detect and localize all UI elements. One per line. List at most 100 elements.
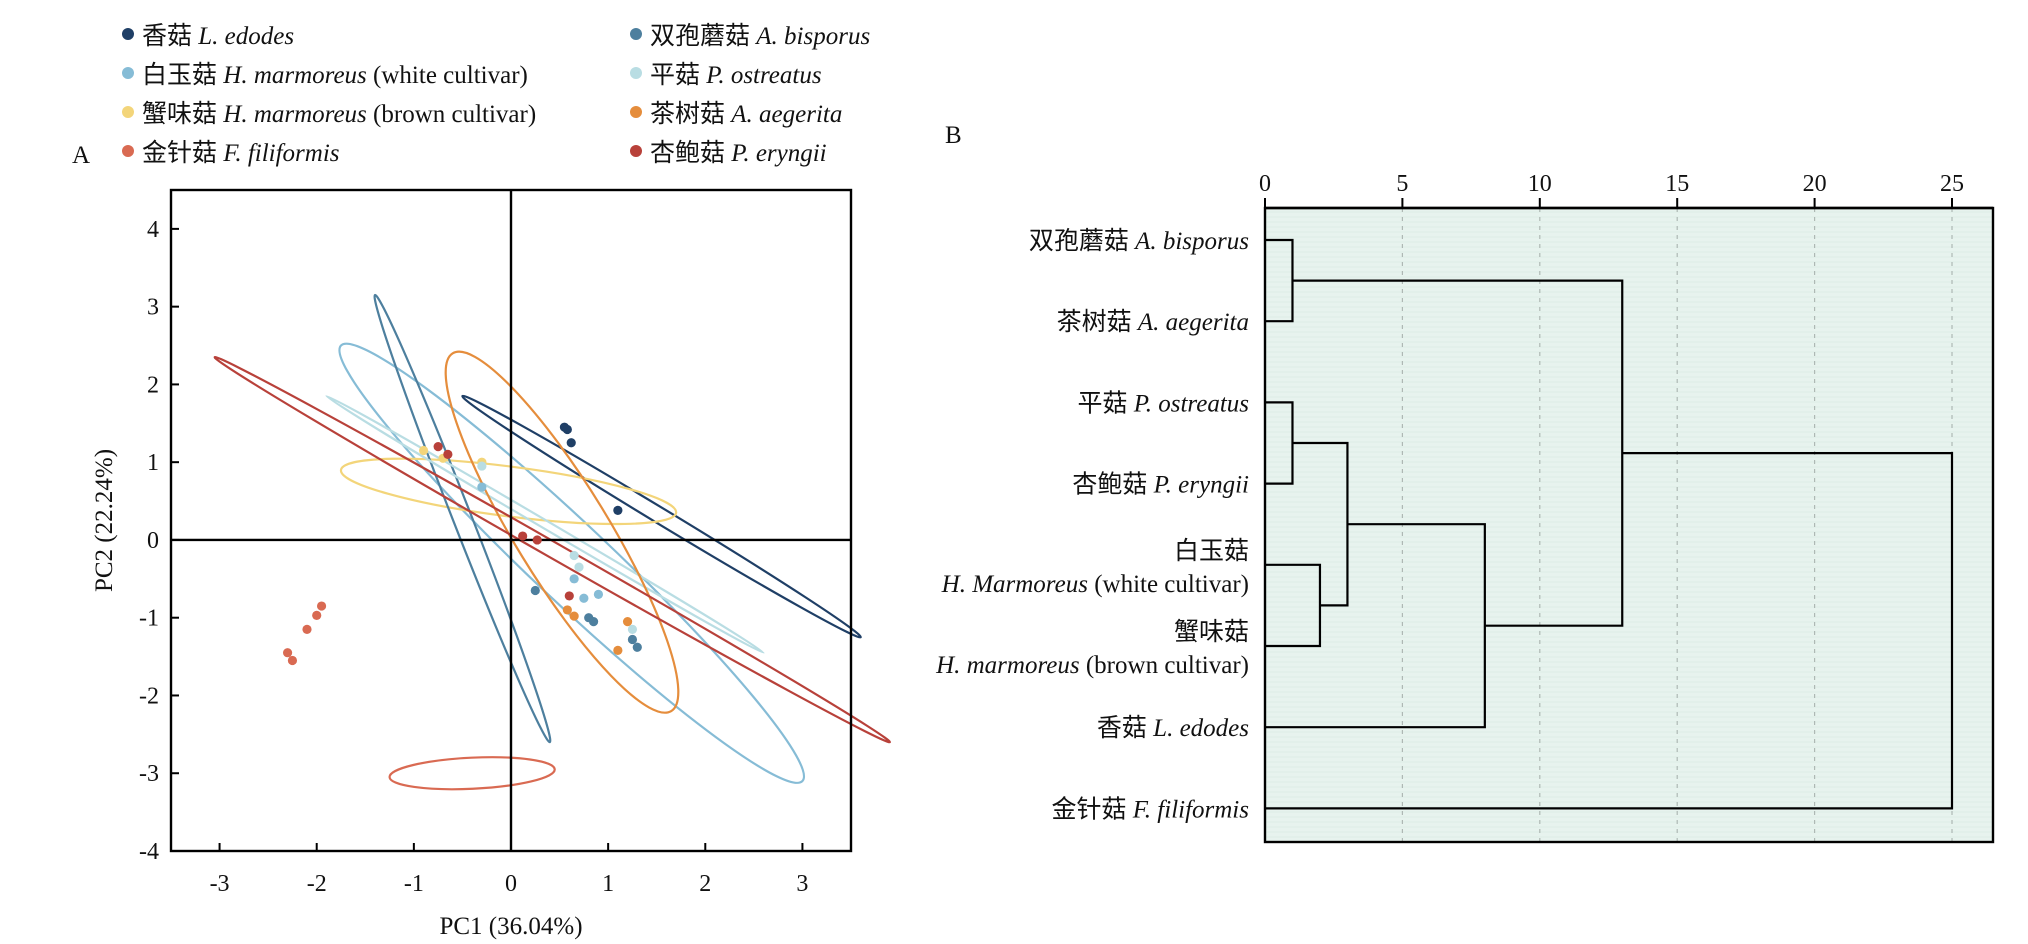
x-tick-label: 2 [699,871,711,897]
data-point [566,438,576,448]
leaf-label-cn: 金针菇 [1051,795,1132,823]
x-tick-label: -2 [307,871,327,897]
legend-entry: 香菇 L. edodes [142,22,294,50]
y-tick-label: -3 [139,761,159,787]
y-tick-label: -4 [139,839,159,865]
legend-entry: 双孢蘑菇 A. bisporus [650,22,870,50]
legend-entry-cn: 杏鲍菇 [650,139,731,167]
y-tick-label: -1 [139,606,159,632]
data-point [569,550,579,561]
leaf-label-cn: 香菇 [1097,714,1153,742]
data-point [613,505,623,515]
data-point [562,605,572,615]
data-point [443,449,453,459]
leaf-label-latin: H. Marmoreus [941,571,1088,598]
data-point [564,591,574,601]
data-point [316,601,327,611]
legend-entry-latin: A. bisporus [754,23,870,50]
x-axis-title: PC1 (36.04%) [439,913,582,940]
legend-marker [122,28,134,40]
y-tick-label: 1 [147,450,159,476]
dendrogram-link [1265,452,1954,810]
legend-entry-latin: P. eryngii [730,140,826,167]
leaf-label-latin: A. bisporus [1133,228,1249,255]
legend-marker [630,145,642,157]
top-tick-label: 15 [1665,171,1689,197]
x-tick-label: 0 [505,871,517,897]
y-tick-label: 2 [147,372,159,398]
legend-entry: 白玉菇 H. marmoreus (white cultivar) [142,61,528,89]
data-point [433,442,443,452]
legend-entry-cn: 蟹味菇 [142,100,223,128]
legend-entry-extra: (brown cultivar) [367,101,536,128]
legend-marker [630,106,642,118]
legend-entry-latin: H. marmoreus [222,101,367,128]
data-point [588,616,599,627]
top-tick-label: 10 [1528,171,1552,197]
legend-marker [122,106,134,118]
data-point [312,610,322,620]
leaf-label-cn: 蟹味菇 [1174,618,1249,646]
leaf-label: 茶树菇 A. aegerita [1057,308,1249,336]
y-tick-label: 0 [147,528,159,554]
data-point [593,589,604,599]
confidence-ellipse [461,394,862,639]
data-point [627,634,638,645]
confidence-ellipse [213,355,891,744]
data-point [302,624,312,634]
legend-marker [630,67,642,79]
legend-marker [630,28,642,40]
panel-b-label: B [945,122,962,149]
data-point [477,482,487,492]
x-tick-label: -3 [210,871,230,897]
top-tick-label: 5 [1396,171,1408,197]
x-tick-label: -1 [404,871,424,897]
leaf-label-latin: F. filiformis [1132,796,1249,823]
data-point [287,655,298,666]
legend-entry-latin: L. edodes [197,23,294,50]
leaf-label: 金针菇 F. filiformis [1051,795,1249,823]
leaf-label-extra: (white cultivar) [1088,571,1249,598]
confidence-ellipse [444,350,680,714]
legend-marker [122,145,134,157]
legend-entry-cn: 茶树菇 [650,100,731,128]
top-tick-label: 25 [1940,171,1964,197]
dendrogram-frame [1263,206,1995,844]
leaf-label-cn: 杏鲍菇 [1072,471,1153,499]
leaf-label: 杏鲍菇 P. eryngii [1072,471,1249,499]
legend-entry-cn: 香菇 [142,22,198,50]
data-point [562,424,572,435]
leaf-label-latin: L. edodes [1152,715,1249,742]
top-tick-label: 0 [1259,171,1271,197]
leaf-label-line2: H. marmoreus (brown cultivar) [935,652,1249,679]
leaf-label-cn: 平菇 [1077,389,1133,417]
legend-entry-cn: 双孢蘑菇 [650,22,756,50]
panel-a-label: A [72,142,90,169]
data-point [282,648,293,658]
legend-entry: 茶树菇 A. aegerita [650,100,842,128]
data-point [569,574,579,584]
legend-entry-latin: P. ostreatus [705,62,821,89]
legend: 香菇 L. edodes 白玉菇 H. marmoreus (white cult… [122,22,870,167]
leaf-label-latin: A. aegerita [1136,309,1249,336]
leaf-label-cn: 茶树菇 [1057,308,1138,336]
confidence-ellipse [388,756,556,791]
confidence-ellipse [325,394,765,654]
confidence-ellipse [339,457,678,526]
leaf-label-latin: P. eryngii [1153,472,1249,499]
legend-entry: 平菇 P. ostreatus [650,61,822,89]
legend-entry: 杏鲍菇 P. eryngii [650,139,827,167]
data-point [613,645,623,655]
legend-entry-cn: 平菇 [650,61,706,89]
legend-entry-latin: F. filiformis [222,140,339,167]
leaf-label: 平菇 P. ostreatus [1077,389,1249,417]
y-tick-label: 3 [147,295,159,321]
leaf-label-latin: H. marmoreus [935,652,1080,679]
data-point [532,535,542,545]
y-axis-title: PC2 (22.24%) [91,449,118,592]
data-point [418,445,429,456]
top-tick-label: 20 [1803,171,1827,197]
leaf-label-extra: (brown cultivar) [1080,652,1249,679]
